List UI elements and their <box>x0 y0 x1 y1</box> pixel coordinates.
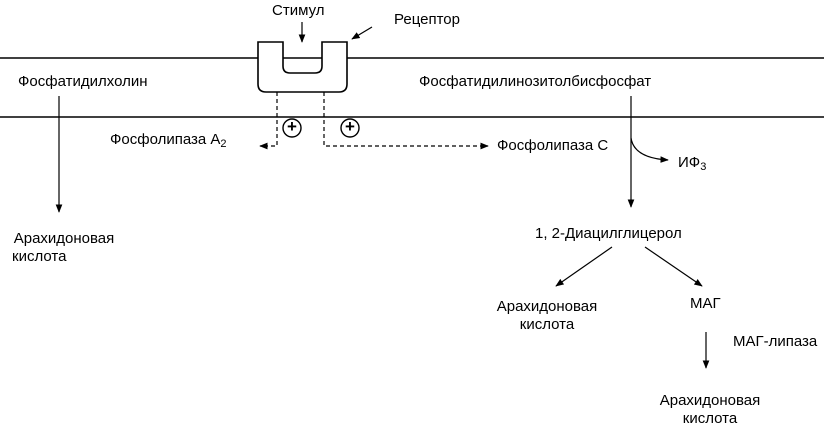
activation-plus-pla2: + <box>287 117 297 136</box>
arachidonic-mid-line1: Арахидоновая <box>496 298 598 315</box>
pla2-subscript: 2 <box>220 138 227 150</box>
arachidonic-left-line1: Арахидоновая <box>13 230 115 247</box>
mag-label: МАГ <box>690 295 721 312</box>
phosphatidylcholine-label: Фосфатидилхолин <box>18 73 148 90</box>
arachidonic-right-line1: Арахидоновая <box>659 392 761 409</box>
pla2-label: Фосфолипаза A2 <box>110 131 227 153</box>
mag-lipase-label: МАГ-липаза <box>733 333 818 350</box>
arachidonic-mid-line2: кислота <box>519 316 575 333</box>
receptor-shape <box>257 41 348 93</box>
receptor-pointer-arrow <box>351 26 373 40</box>
arachidonic-acid-right: Арахидоновая кислота <box>650 392 770 428</box>
dashed-arrow-to-pla2 <box>259 92 278 150</box>
arachidonic-acid-left: Арахидоновая кислота <box>4 230 124 266</box>
stimulus-label: Стимул <box>272 2 325 19</box>
pip2-label: Фосфатидилинозитолбисфосфат <box>419 73 652 90</box>
plc-label: Фосфолипаза С <box>497 137 609 154</box>
pla2-text: Фосфолипаза A <box>110 131 221 148</box>
arachidonic-left-line2: кислота <box>12 248 67 265</box>
arachidonic-right-line2: кислота <box>682 410 738 427</box>
arachidonic-acid-middle: Арахидоновая кислота <box>487 298 607 334</box>
activation-circle-pla2 <box>282 118 302 138</box>
arrow-dag-to-mag <box>644 246 703 287</box>
activation-plus-plc: + <box>345 117 355 136</box>
dashed-arrow-to-plc <box>323 92 489 150</box>
dag-label: 1, 2-Диацилглицерол <box>535 225 682 242</box>
activation-circle-plc <box>340 118 360 138</box>
arrow-dag-to-arachidonic <box>555 246 613 287</box>
ip3-label: ИФ3 <box>678 154 706 176</box>
ip3-text: ИФ <box>678 154 701 171</box>
arrow-to-ip3 <box>630 137 669 163</box>
receptor-label: Рецептор <box>394 11 460 28</box>
ip3-subscript: 3 <box>700 161 707 173</box>
